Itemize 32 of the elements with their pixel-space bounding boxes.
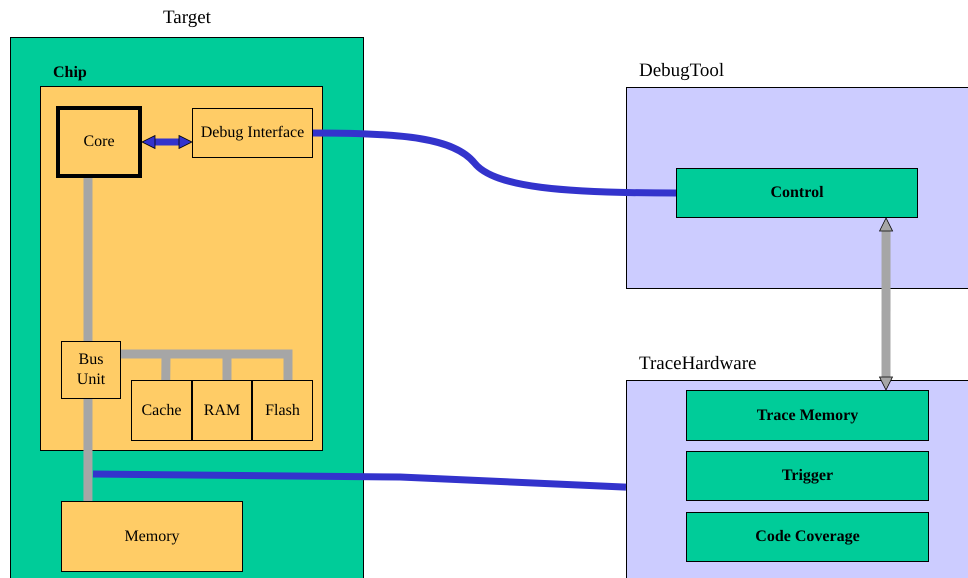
box-label: Trigger — [782, 466, 834, 486]
component-box — [252, 380, 313, 441]
cable-connector — [312, 130, 676, 196]
component-box — [192, 108, 313, 158]
panel-heading: Target — [162, 6, 212, 30]
box-label: Trace Memory — [756, 406, 858, 426]
panel-heading: DebugTool — [639, 59, 724, 83]
bus-connector — [84, 178, 92, 341]
bus-connector — [879, 218, 893, 390]
function-box — [686, 390, 929, 441]
box-label: Core — [83, 132, 115, 152]
box-label: RAM — [204, 400, 240, 420]
panel-heading: Chip — [53, 63, 87, 83]
function-box — [676, 168, 918, 218]
box-label: Code Coverage — [755, 527, 860, 547]
core-box — [56, 106, 142, 178]
cable-connector — [142, 135, 192, 149]
panel-heading: TraceHardware — [639, 352, 756, 376]
component-box — [61, 501, 243, 572]
function-box — [686, 512, 929, 562]
box-label: Cache — [142, 400, 182, 420]
box-label: Control — [770, 183, 824, 203]
box-label: Debug Interface — [200, 123, 304, 143]
component-box — [61, 341, 121, 399]
box-label: Flash — [265, 400, 300, 420]
box-label: Bus Unit — [76, 350, 106, 390]
component-box — [131, 380, 192, 441]
cable-connector — [92, 470, 626, 491]
box-label: Memory — [124, 526, 180, 546]
bus-connector — [83, 399, 92, 501]
function-box — [686, 451, 929, 501]
component-box — [192, 380, 252, 441]
